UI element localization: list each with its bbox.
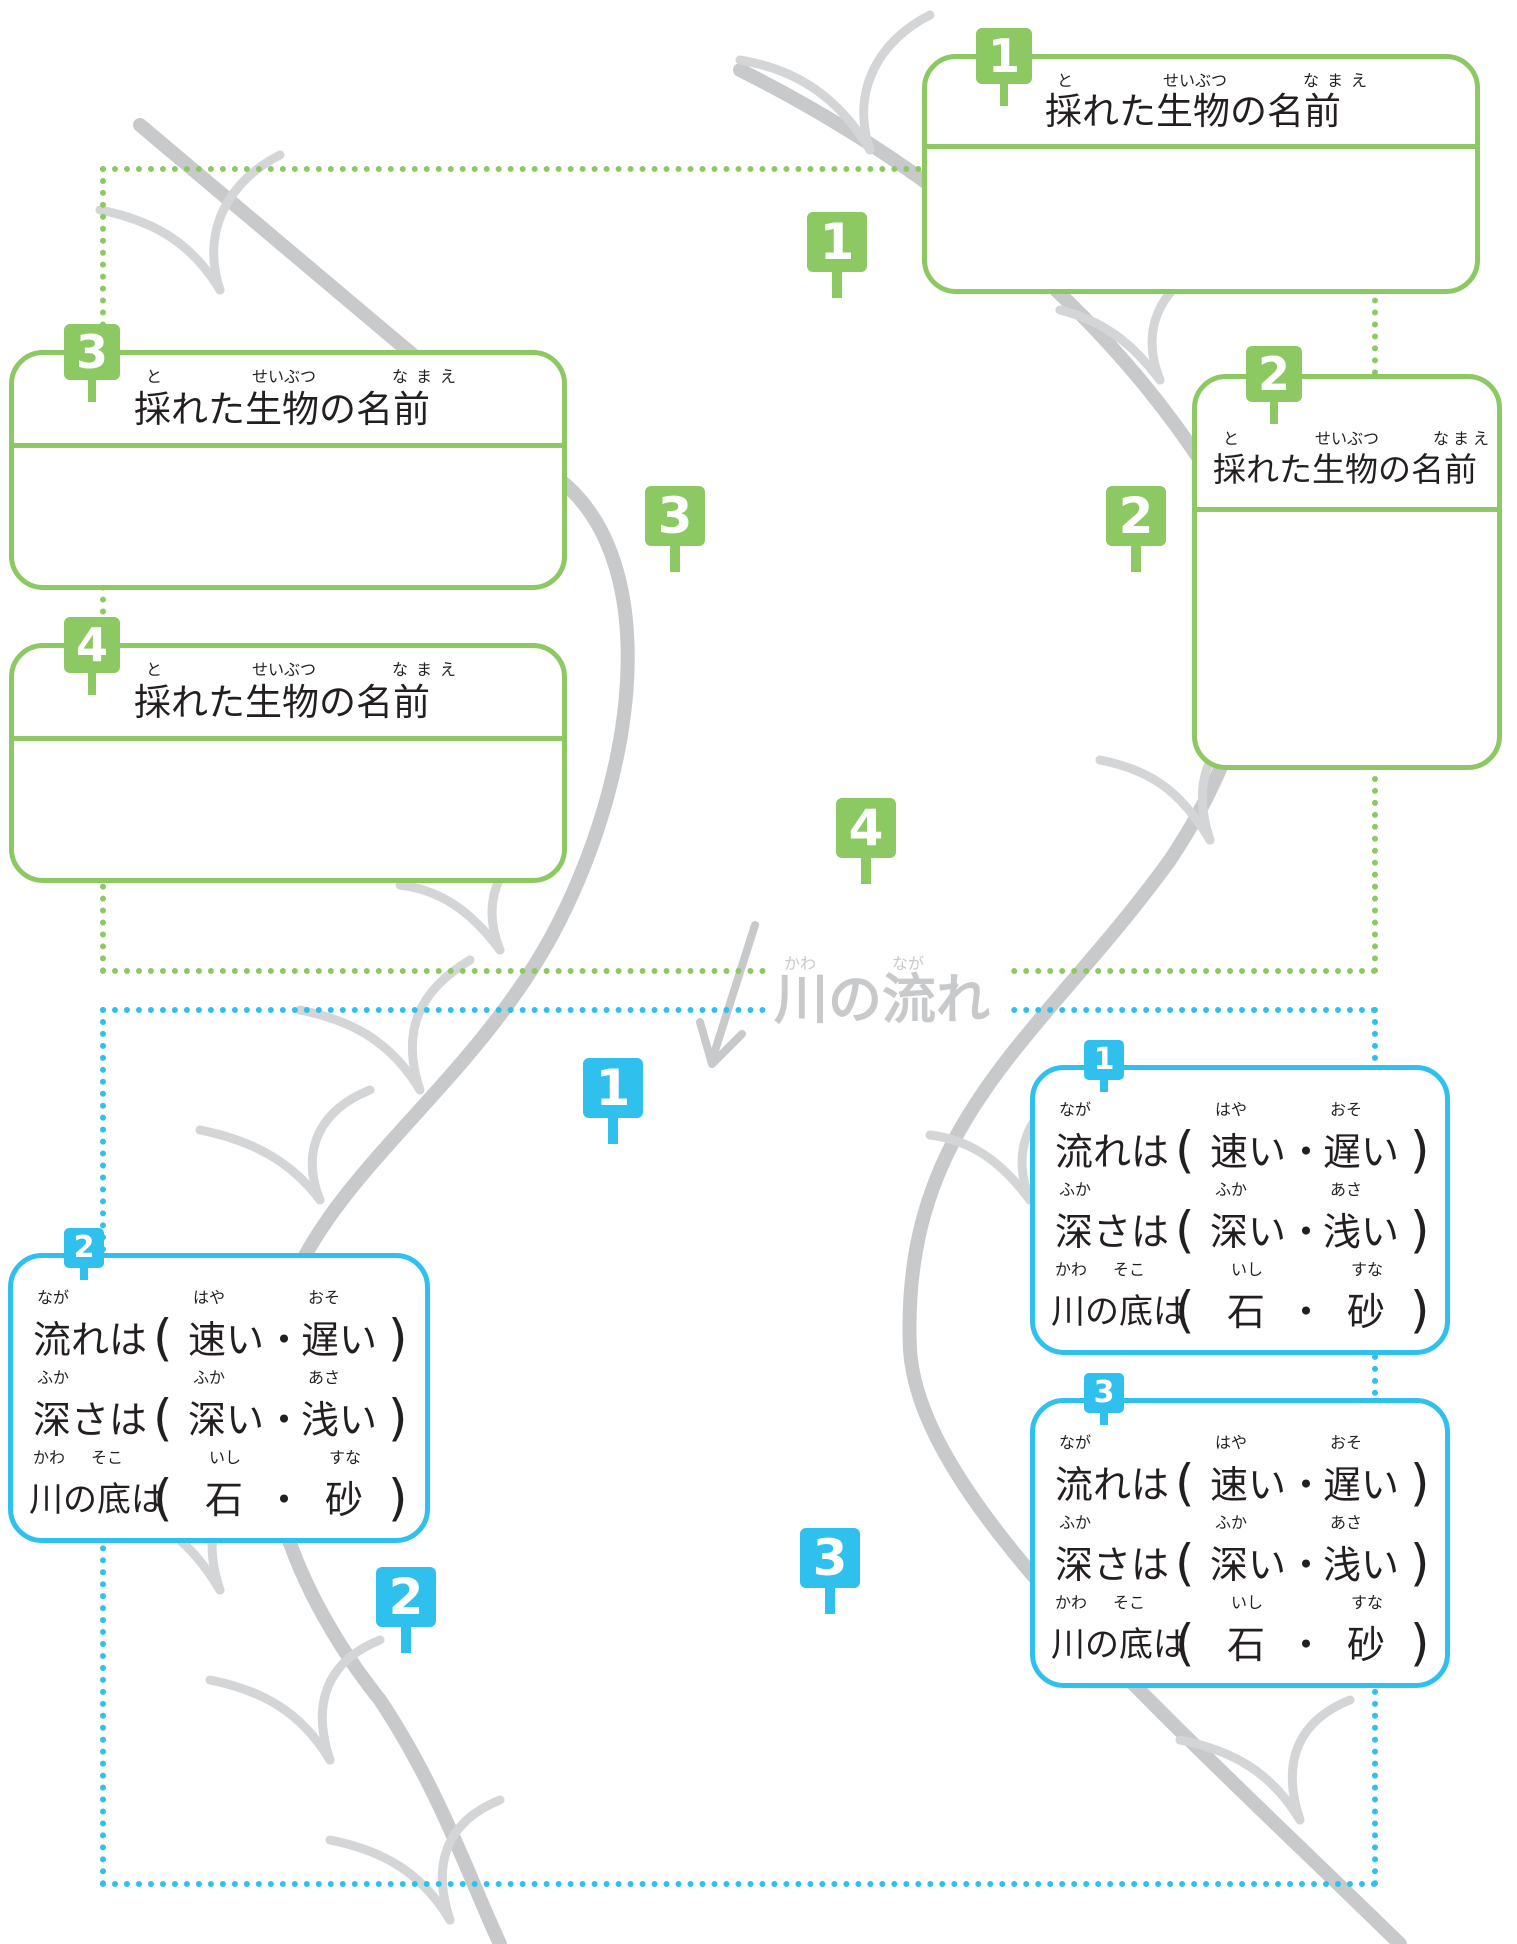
condition-tag-1: 1: [1084, 1040, 1124, 1080]
riverbed-label: 川の底は: [1051, 1625, 1187, 1665]
card-tag-stem: [88, 671, 96, 695]
title-ruby-to: と: [1223, 429, 1240, 448]
river-condition-card-1: なが 流れは ( はや 速い ・ おそ 遅い ) ふか 深さは ( ふか 深い …: [1030, 1065, 1450, 1355]
option-fast[interactable]: 速い: [1210, 1463, 1287, 1507]
condition-tag-stem: [1100, 1411, 1108, 1425]
green-map-marker-2: 2: [1106, 486, 1166, 572]
option-sand[interactable]: 砂: [1347, 1290, 1386, 1334]
title-ruby-namae: なまえ: [1433, 429, 1494, 448]
option-stone[interactable]: 石: [1227, 1290, 1266, 1334]
river-flow-label-bg: [770, 955, 1005, 1035]
condition-tag-2: 2: [64, 1228, 104, 1268]
condition-tag-stem: [1100, 1078, 1108, 1092]
depth-label: 深さは: [1055, 1543, 1170, 1587]
river-condition-card-3: なが 流れは ( はや 速い ・ おそ 遅い ) ふか 深さは ( ふか 深い …: [1030, 1398, 1450, 1688]
option-shallow[interactable]: 浅い: [1323, 1210, 1400, 1254]
riverbed-label: 川の底は: [29, 1480, 165, 1520]
river-flow-label: 川の流れ: [774, 968, 990, 1031]
blue-map-marker-3: 3: [800, 1528, 860, 1614]
green-map-marker-3: 3: [645, 486, 705, 572]
option-slow[interactable]: 遅い: [1323, 1130, 1400, 1174]
riverbed-row: かわ そこ 川の底は ( いし 石 ・ すな 砂 ): [1051, 1260, 1430, 1339]
river-condition-card-2: なが 流れは ( はや 速い ・ おそ 遅い ) ふか 深さは ( ふか 深い …: [8, 1253, 430, 1543]
card-tag-stem: [1000, 82, 1008, 106]
flow-speed-row: なが 流れは ( はや 速い ・ おそ 遅い ): [33, 1288, 408, 1367]
title-ruby-namae: なまえ: [392, 660, 465, 679]
creature-name-card-2: と せいぶつ なまえ 採れた生物の名前: [1192, 374, 1502, 770]
option-deep[interactable]: 深い: [1210, 1210, 1287, 1254]
option-shallow[interactable]: 浅い: [301, 1398, 378, 1442]
card-tag-stem: [88, 378, 96, 402]
option-deep[interactable]: 深い: [188, 1398, 265, 1442]
option-fast[interactable]: 速い: [1210, 1130, 1287, 1174]
green-map-marker-4: 4: [836, 798, 896, 884]
river-flow-arrow: [696, 921, 759, 1068]
title-ruby-seibutsu: せいぶつ: [1315, 429, 1380, 448]
card-number-tag-4: 4: [64, 617, 120, 673]
title-ruby-seibutsu: せいぶつ: [252, 367, 317, 386]
creature-name-card-3: と せいぶつ なまえ 採れた生物の名前: [9, 350, 567, 590]
option-slow[interactable]: 遅い: [301, 1318, 378, 1362]
flow-speed-label: 流れは: [33, 1318, 148, 1362]
depth-row: ふか 深さは ( ふか 深い ・ あさ 浅い ): [1055, 1180, 1430, 1259]
flow-label-ruby-naga: なが: [892, 954, 925, 973]
depth-row: ふか 深さは ( ふか 深い ・ あさ 浅い ): [33, 1368, 408, 1447]
option-sand[interactable]: 砂: [325, 1478, 364, 1522]
option-stone[interactable]: 石: [205, 1478, 244, 1522]
card-number-tag-3: 3: [64, 324, 120, 380]
blue-map-marker-1: 1: [583, 1058, 643, 1144]
card-number-tag-2: 2: [1246, 346, 1302, 402]
riverbed-row: かわ そこ 川の底は ( いし 石 ・ すな 砂 ): [1051, 1593, 1430, 1672]
condition-tag-3: 3: [1084, 1373, 1124, 1413]
right-riverbank-line: [733, 63, 1407, 1944]
card-title: 採れた生物の名前: [1213, 450, 1477, 489]
riverbed-label: 川の底は: [1051, 1292, 1187, 1332]
card-title: 採れた生物の名前: [134, 388, 430, 431]
blue-map-marker-2: 2: [376, 1567, 436, 1653]
title-ruby-seibutsu: せいぶつ: [1163, 71, 1228, 90]
option-stone[interactable]: 石: [1227, 1623, 1266, 1667]
flow-speed-label: 流れは: [1055, 1463, 1170, 1507]
depth-row: ふか 深さは ( ふか 深い ・ あさ 浅い ): [1055, 1513, 1430, 1592]
card-number-tag-1: 1: [976, 28, 1032, 84]
condition-tag-stem: [80, 1266, 88, 1280]
flow-label-ruby-kawa: かわ: [784, 954, 817, 973]
title-ruby-to: と: [146, 367, 163, 386]
title-ruby-to: と: [1057, 71, 1074, 90]
card-title: 採れた生物の名前: [134, 681, 430, 724]
green-map-marker-1: 1: [807, 212, 867, 298]
option-sand[interactable]: 砂: [1347, 1623, 1386, 1667]
depth-label: 深さは: [33, 1398, 148, 1442]
title-ruby-namae: なまえ: [1303, 71, 1376, 90]
option-shallow[interactable]: 浅い: [1323, 1543, 1400, 1587]
flow-speed-label: 流れは: [1055, 1130, 1170, 1174]
title-ruby-namae: なまえ: [392, 367, 465, 386]
flow-speed-row: なが 流れは ( はや 速い ・ おそ 遅い ): [1055, 1433, 1430, 1512]
title-ruby-to: と: [146, 660, 163, 679]
option-deep[interactable]: 深い: [1210, 1543, 1287, 1587]
option-fast[interactable]: 速い: [188, 1318, 265, 1362]
card-title: 採れた生物の名前: [1045, 90, 1341, 133]
depth-label: 深さは: [1055, 1210, 1170, 1254]
riverbed-row: かわ そこ 川の底は ( いし 石 ・ すな 砂 ): [29, 1448, 408, 1527]
title-ruby-seibutsu: せいぶつ: [252, 660, 317, 679]
option-slow[interactable]: 遅い: [1323, 1463, 1400, 1507]
creature-name-card-1: と せいぶつ なまえ 採れた生物の名前: [922, 54, 1480, 294]
card-tag-stem: [1270, 400, 1278, 424]
creature-name-card-4: と せいぶつ なまえ 採れた生物の名前: [9, 643, 567, 883]
flow-speed-row: なが 流れは ( はや 速い ・ おそ 遅い ): [1055, 1100, 1430, 1179]
